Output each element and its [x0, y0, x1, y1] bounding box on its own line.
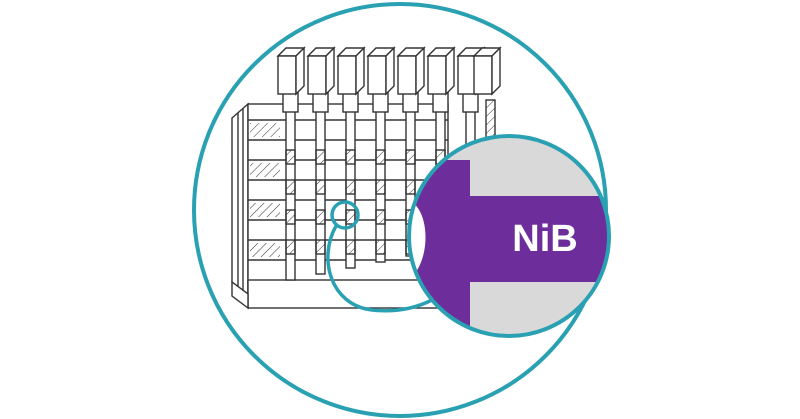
layer-hatch	[250, 203, 280, 217]
layer-hatch	[250, 163, 280, 177]
pillar-hatch	[286, 210, 295, 224]
pillar-hatch	[376, 150, 385, 164]
pillar-hatch	[346, 210, 355, 224]
pillar-hatch	[346, 180, 355, 194]
pillar-hatch	[316, 150, 325, 164]
connector-front	[308, 56, 326, 94]
connector-front	[428, 56, 446, 94]
connector-side	[296, 48, 304, 94]
pillar-hatch	[376, 210, 385, 224]
connector-side	[416, 48, 424, 94]
inset-label: NiB	[512, 218, 577, 260]
connector-front	[338, 56, 356, 94]
pillar-hatch	[346, 150, 355, 164]
connector-side	[356, 48, 364, 94]
connector-front	[278, 56, 296, 94]
pillar-hatch	[286, 240, 295, 254]
pillar-hatch	[406, 180, 415, 194]
connector-front	[398, 56, 416, 94]
layer-hatch	[250, 123, 280, 137]
pillar-hatch	[286, 150, 295, 164]
pillar-hatch	[316, 210, 325, 224]
connector-side	[326, 48, 334, 94]
pillar-hatch	[316, 240, 325, 254]
pillar-hatch	[346, 240, 355, 254]
connector-front	[368, 56, 386, 94]
connector-front	[458, 56, 476, 94]
pillar-hatch	[376, 180, 385, 194]
pillar-hatch	[406, 150, 415, 164]
connector-side	[386, 48, 394, 94]
pillar-hatch	[286, 180, 295, 194]
connector-front	[474, 56, 492, 94]
connector-side	[446, 48, 454, 94]
layer-hatch	[250, 243, 280, 257]
connector-side	[492, 48, 500, 94]
pillar-hatch	[376, 240, 385, 254]
pillar-hatch	[316, 180, 325, 194]
magnified-inset: NiB	[409, 136, 610, 336]
